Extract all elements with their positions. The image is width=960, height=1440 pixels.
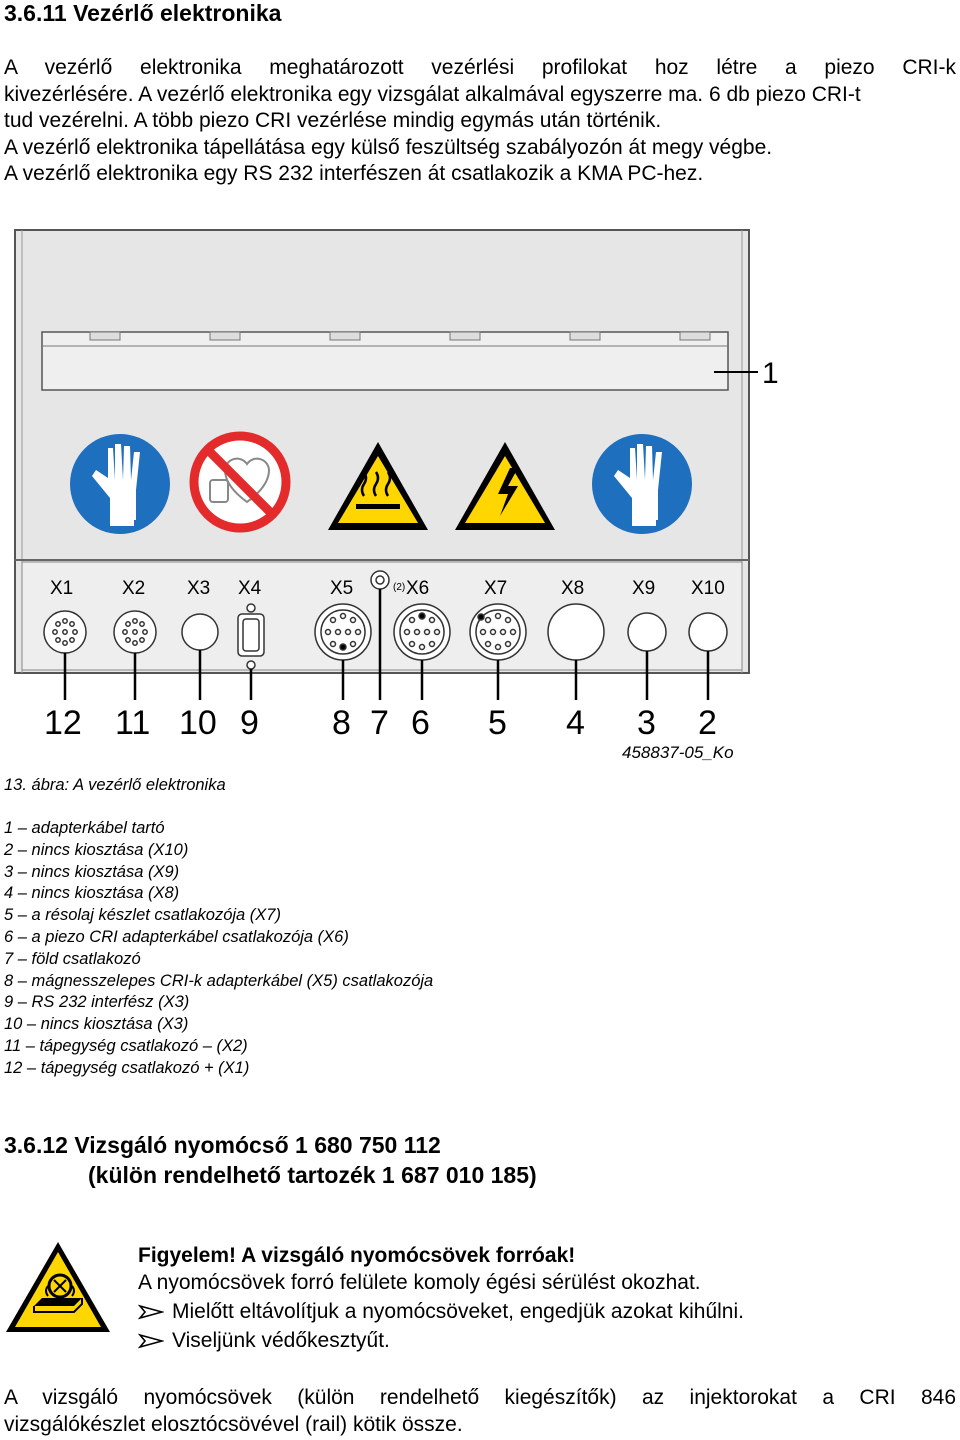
- paragraph-line: tud vezérelni. A több piezo CRI vezérlés…: [4, 109, 662, 132]
- paragraph-line: A vezérlő elektronika tápellátása egy kü…: [4, 135, 773, 159]
- connector-x4-sub-d: [237, 603, 265, 670]
- paragraph-line: vizsgálókészlet elosztócsövével (rail) k…: [4, 1412, 463, 1436]
- closing-paragraph: A vizsgáló nyomócsövek (külön rendelhető…: [4, 1385, 956, 1438]
- section-heading-3-6-12-sub: (külön rendelhető tartozék 1 687 010 185…: [88, 1162, 537, 1188]
- callout-1: 1: [762, 357, 779, 390]
- section-heading-3-6-11: 3.6.11 Vezérlő elektronika: [4, 0, 282, 26]
- warning-text: A nyomócsövek forró felülete komoly égés…: [138, 1271, 701, 1294]
- label-x3: X3: [187, 578, 210, 599]
- connector-x6: [393, 603, 451, 661]
- legend-item: 11 – tápegység csatlakozó – (X2): [4, 1036, 248, 1055]
- ground-connector: [370, 570, 390, 590]
- section-heading-3-6-12: 3.6.12 Vizsgáló nyomócső 1 680 750 112: [4, 1132, 441, 1158]
- label-x1: X1: [50, 578, 73, 599]
- label-x7: X7: [484, 578, 507, 599]
- connector-x10: [688, 612, 728, 652]
- connector-x8: [547, 603, 605, 661]
- hot-surface-warning-sign: [328, 442, 428, 530]
- legend-item: 8 – mágnesszelepes CRI-k adapterkábel (X…: [4, 971, 434, 990]
- legend-item: 1 – adapterkábel tartó: [4, 819, 165, 837]
- connector-x3: [181, 613, 219, 651]
- warning-title: Figyelem! A vizsgáló nyomócsövek forróak…: [138, 1244, 576, 1267]
- legend-item: 2 – nincs kiosztása (X10): [4, 840, 189, 859]
- paragraph-line: A vezérlő elektronika meghatározott vezé…: [4, 56, 956, 79]
- warning-bullet: Mielőtt eltávolítjuk a nyomócsöveket, en…: [138, 1297, 948, 1326]
- warning-bullet: Viseljünk védőkesztyűt.: [138, 1326, 948, 1355]
- drawing-id: 458837-05_Ko: [622, 743, 734, 762]
- hot-surface-warning-icon: [6, 1242, 110, 1332]
- warning-block: Figyelem! A vizsgáló nyomócsövek forróak…: [138, 1244, 948, 1355]
- no-pacemaker-sign: [189, 431, 291, 533]
- callout-11: 11: [115, 704, 150, 742]
- callout-3: 3: [637, 704, 656, 742]
- intro-paragraph: A vezérlő elektronika meghatározott vezé…: [4, 55, 956, 188]
- adapter-cable-holder: [41, 331, 729, 391]
- glove-mandatory-sign-left: [70, 434, 170, 534]
- warning-bullet-text: Mielőtt eltávolítjuk a nyomócsöveket, en…: [172, 1300, 744, 1323]
- legend-item: 4 – nincs kiosztása (X8): [4, 884, 180, 903]
- legend-item: 3 – nincs kiosztása (X9): [4, 862, 180, 881]
- label-x2: X2: [122, 578, 145, 599]
- legend-item: 5 – a résolaj készlet csatlakozója (X7): [4, 906, 281, 925]
- control-electronics-drawing: 1 X1 X2 X3 X4 X5 (2) X6 X7 X8 X9: [14, 229, 779, 762]
- warning-bullet-text: Viseljünk védőkesztyűt.: [172, 1329, 390, 1352]
- label-x6: X6: [406, 578, 429, 599]
- legend-item: 10 – nincs kiosztása (X3): [4, 1015, 189, 1034]
- label-x8: X8: [561, 578, 584, 599]
- connector-x1: [43, 610, 87, 654]
- callout-2: 2: [698, 704, 717, 742]
- callout-10: 10: [179, 704, 217, 742]
- legend-item: 7 – föld csatlakozó: [4, 949, 141, 968]
- connector-x7: [469, 603, 527, 661]
- callout-6: 6: [411, 704, 430, 742]
- label-ground-2: (2): [393, 582, 405, 593]
- arrow-bullet-icon: [138, 1304, 164, 1319]
- callout-8: 8: [332, 704, 351, 742]
- callout-7: 7: [370, 704, 389, 742]
- paragraph-line: A vizsgáló nyomócsövek (külön rendelhető…: [4, 1386, 956, 1409]
- paragraph-line: A vezérlő elektronika egy RS 232 interfé…: [4, 162, 704, 185]
- label-x10: X10: [691, 578, 725, 599]
- paragraph-line: kivezérlésére. A vezérlő elektronika egy…: [4, 82, 861, 106]
- label-x9: X9: [632, 578, 655, 599]
- figure-caption: 13. ábra: A vezérlő elektronika: [4, 776, 226, 794]
- label-x4: X4: [238, 578, 262, 599]
- glove-mandatory-sign-right: [592, 434, 692, 534]
- callout-4: 4: [566, 704, 585, 742]
- connector-x5: [314, 603, 372, 661]
- figure-legend: 1 – adapterkábel tartó 2 – nincs kiosztá…: [4, 818, 433, 1080]
- callout-12: 12: [44, 704, 82, 742]
- legend-item: 9 – RS 232 interfész (X3): [4, 993, 190, 1012]
- legend-item: 6 – a piezo CRI adapterkábel csatlakozój…: [4, 927, 349, 946]
- connector-x9: [627, 612, 667, 652]
- electric-hazard-warning-sign: [455, 442, 555, 530]
- label-x5: X5: [330, 578, 353, 599]
- callout-9: 9: [240, 704, 259, 742]
- arrow-bullet-icon: [138, 1333, 164, 1348]
- legend-item: 12 – tápegység csatlakozó + (X1): [4, 1058, 250, 1077]
- connector-x2: [113, 610, 157, 654]
- callout-5: 5: [488, 704, 507, 742]
